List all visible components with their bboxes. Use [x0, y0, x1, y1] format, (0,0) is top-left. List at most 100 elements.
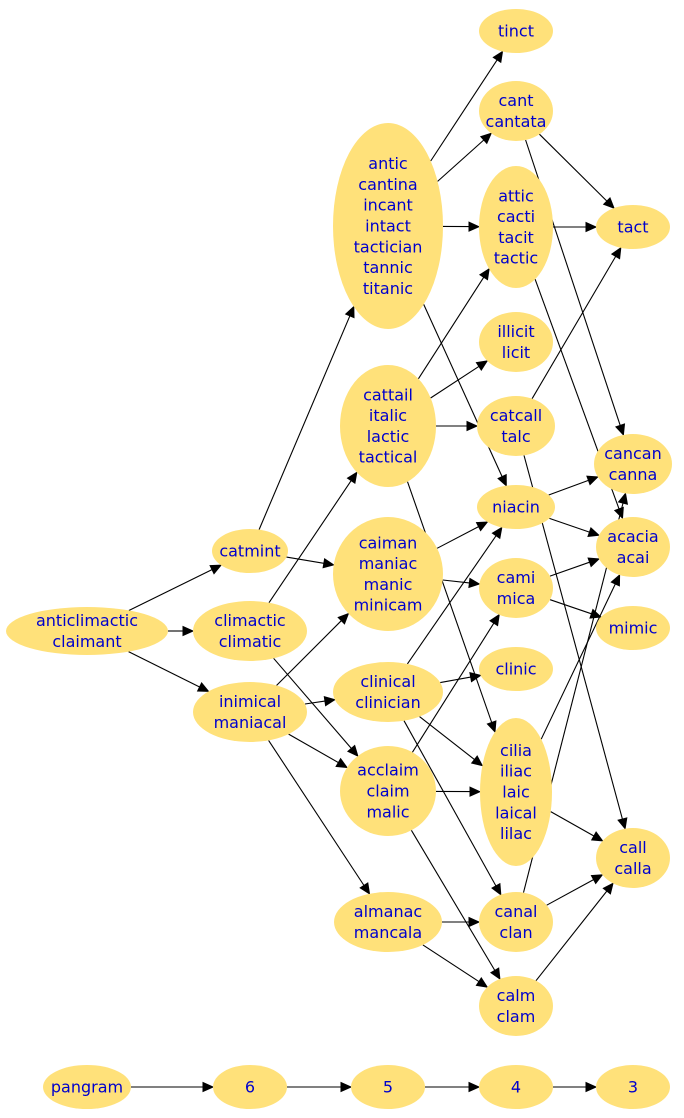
edge-line [419, 716, 475, 761]
node-label: acacia [607, 527, 658, 546]
arrowhead [479, 132, 493, 145]
arrowhead [585, 221, 598, 233]
arrowhead [615, 423, 626, 437]
node-shape [212, 529, 288, 573]
arrowhead [610, 246, 622, 260]
edge-line [546, 879, 594, 906]
node-label: 4 [511, 1078, 521, 1097]
node-label: tact [617, 218, 648, 237]
node-label: calm [497, 986, 536, 1005]
arrowhead [486, 720, 497, 734]
edge-antic-to-tinct [430, 50, 504, 162]
node-label: antic [368, 154, 407, 173]
node-label: mancala [354, 923, 422, 942]
edge-catmint-to-caiman [286, 556, 335, 569]
edge-line [288, 733, 339, 764]
nodes-layer: anticlimacticclaimantcatmintclimacticcli… [6, 9, 672, 1109]
edge-cattail-to-attic [417, 267, 490, 380]
node-label: clinician [355, 693, 420, 712]
node-label: cacti [497, 207, 535, 226]
node-shape [340, 746, 436, 836]
node-mimic: mimic [596, 606, 670, 650]
edge-cattail-to-illicit [430, 360, 489, 399]
edge-line [286, 556, 324, 564]
edge-line [423, 304, 503, 477]
arrowhead [492, 50, 504, 64]
node-shape [479, 1065, 553, 1109]
node-n5: 5 [351, 1065, 425, 1109]
edge-pangram-to-n6 [131, 1081, 215, 1093]
node-label: manic [364, 575, 413, 594]
edge-antic-to-attic [442, 221, 481, 232]
node-label: lactic [367, 427, 410, 446]
node-shape [477, 396, 555, 456]
edge-line [437, 139, 485, 182]
edge-anticlimactic-to-catmint [128, 564, 223, 611]
node-label: canna [609, 465, 658, 484]
arrowhead [337, 612, 350, 625]
edge-line [550, 811, 595, 837]
edge-inimical-to-almanac [268, 740, 371, 895]
edge-line [258, 315, 351, 530]
edge-calm-to-call [535, 882, 614, 982]
arrowhead [489, 613, 500, 627]
node-niacin: niacin [477, 485, 555, 529]
node-shape [479, 312, 553, 372]
node-shape [43, 1065, 131, 1109]
node-label: minicam [354, 596, 423, 615]
edge-n4-to-n3 [553, 1081, 598, 1093]
arrowhead [475, 976, 489, 988]
arrowhead [468, 1081, 481, 1093]
node-shape [479, 647, 553, 691]
node-label: cilia [500, 741, 532, 760]
arrowhead [602, 197, 615, 209]
node-n3: 3 [596, 1065, 670, 1109]
edge-line [540, 583, 616, 740]
node-shape [596, 205, 670, 249]
edge-line [276, 620, 342, 686]
node-pangram: pangram [43, 1065, 131, 1109]
node-shape [479, 166, 553, 288]
edge-line [535, 890, 608, 982]
node-n6: 6 [213, 1065, 287, 1109]
edge-cilia-to-acacia [540, 573, 621, 740]
edge-inimical-to-clinical [304, 696, 337, 707]
node-label: cancan [604, 444, 661, 463]
arrowhead [344, 305, 355, 319]
node-label: italic [369, 406, 407, 425]
edge-n5-to-n4 [425, 1081, 481, 1093]
node-shape [193, 601, 307, 661]
arrowhead [469, 672, 482, 683]
edge-line [531, 256, 617, 399]
edge-clinical-to-clinic [440, 672, 482, 684]
node-label: calla [614, 859, 651, 878]
arrowhead [468, 577, 481, 589]
node-shape [596, 606, 670, 650]
edge-acclaim-to-cami [411, 613, 500, 753]
node-label: catmint [219, 542, 280, 561]
node-n4: 4 [479, 1065, 553, 1109]
node-shape [351, 1065, 425, 1109]
node-label: clan [499, 923, 532, 942]
node-shape [340, 365, 436, 487]
node-label: attic [498, 186, 534, 205]
edge-line [304, 700, 325, 705]
node-label: clinical [360, 672, 415, 691]
node-label: acai [617, 548, 650, 567]
node-shape [596, 828, 670, 888]
node-shape [479, 81, 553, 141]
edge-line [410, 830, 496, 971]
arrowhead [585, 1081, 598, 1093]
node-label: intact [365, 217, 411, 236]
node-label: iliac [500, 762, 532, 781]
edge-catcall-to-tact [531, 246, 622, 399]
arrowhead [323, 696, 337, 707]
